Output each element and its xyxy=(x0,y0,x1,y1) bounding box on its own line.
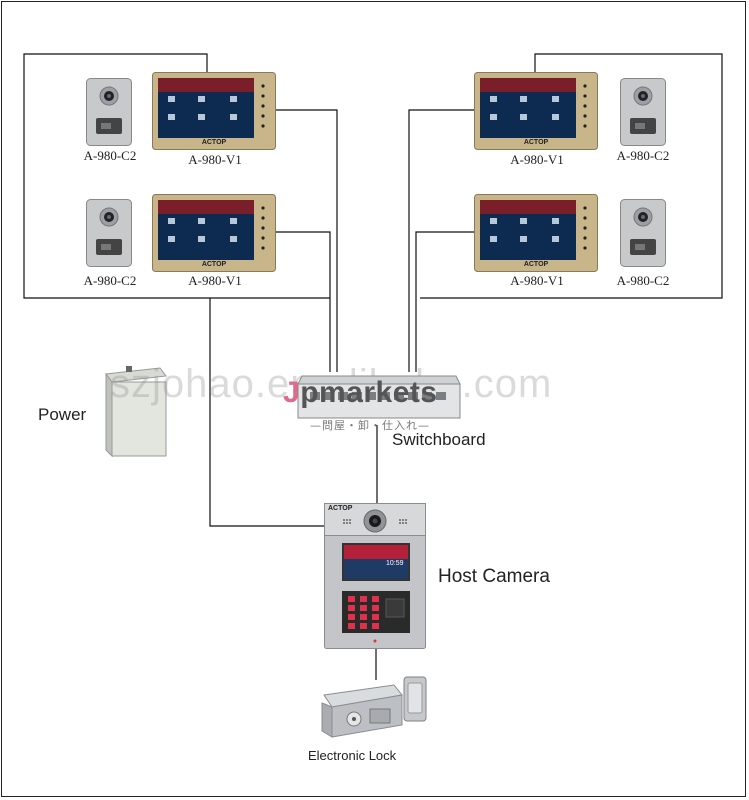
wire-right-bus xyxy=(420,53,723,299)
wire-power xyxy=(209,298,324,527)
wire-monitor-bottom-right xyxy=(415,231,474,372)
switchboard-device xyxy=(297,375,461,419)
indoor-monitor-label: A-980-V1 xyxy=(188,273,242,288)
wire-monitor-top-left xyxy=(276,109,338,372)
wire-left-bus xyxy=(23,53,330,299)
monitor-brand: ACTOP xyxy=(523,261,549,268)
card-reader-device xyxy=(86,78,132,146)
monitor-brand: ACTOP xyxy=(201,261,227,268)
indoor-monitor-label: A-980-V1 xyxy=(510,273,564,288)
electronic-lock-label: Electronic Lock xyxy=(308,748,397,763)
brand-watermark: Jpmarkets xyxy=(283,376,438,409)
indoor-monitor: ACTOP xyxy=(474,194,598,272)
card-reader-label: A-980-C2 xyxy=(616,273,670,288)
indoor-monitor: ACTOP xyxy=(152,194,276,272)
power-supply-box xyxy=(105,366,167,458)
power-label: Power xyxy=(38,405,87,424)
card-reader-device xyxy=(620,199,666,267)
host-camera-brand: ACTOP xyxy=(328,505,353,512)
wire-monitor-top-right xyxy=(408,109,474,372)
monitor-brand: ACTOP xyxy=(201,139,227,146)
electronic-lock-device xyxy=(321,676,427,738)
host-camera-panel: ACTOP 10:59 xyxy=(324,503,426,649)
card-reader-label: A-980-C2 xyxy=(83,273,137,288)
card-reader-label: A-980-C2 xyxy=(616,148,670,163)
monitor-brand: ACTOP xyxy=(523,139,549,146)
card-reader-device xyxy=(620,78,666,146)
indoor-monitor-label: A-980-V1 xyxy=(188,152,242,167)
wire-monitor-bottom-left xyxy=(276,231,331,372)
card-reader-label: A-980-C2 xyxy=(83,148,137,163)
indoor-monitor-label: A-980-V1 xyxy=(510,152,564,167)
indoor-monitor: ACTOP xyxy=(152,72,276,150)
host-camera-label: Host Camera xyxy=(438,566,550,587)
switchboard-label: Switchboard xyxy=(392,430,486,449)
brand-watermark-subtitle: —問屋・卸・仕入れ— xyxy=(310,419,430,432)
host-camera-clock: 10:59 xyxy=(386,560,404,567)
indoor-monitor: ACTOP xyxy=(474,72,598,150)
card-reader-device xyxy=(86,199,132,267)
